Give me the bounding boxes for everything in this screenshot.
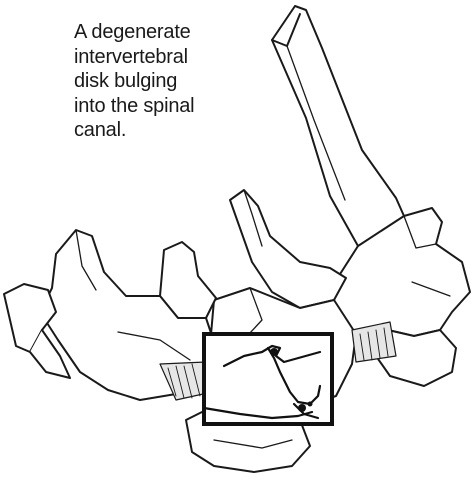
- spinous-process-tall: [272, 6, 404, 246]
- disk-shading-right: [352, 322, 396, 362]
- disk-inset-box: [204, 334, 332, 424]
- figure-caption: A degenerate intervertebral disk bulging…: [74, 20, 234, 143]
